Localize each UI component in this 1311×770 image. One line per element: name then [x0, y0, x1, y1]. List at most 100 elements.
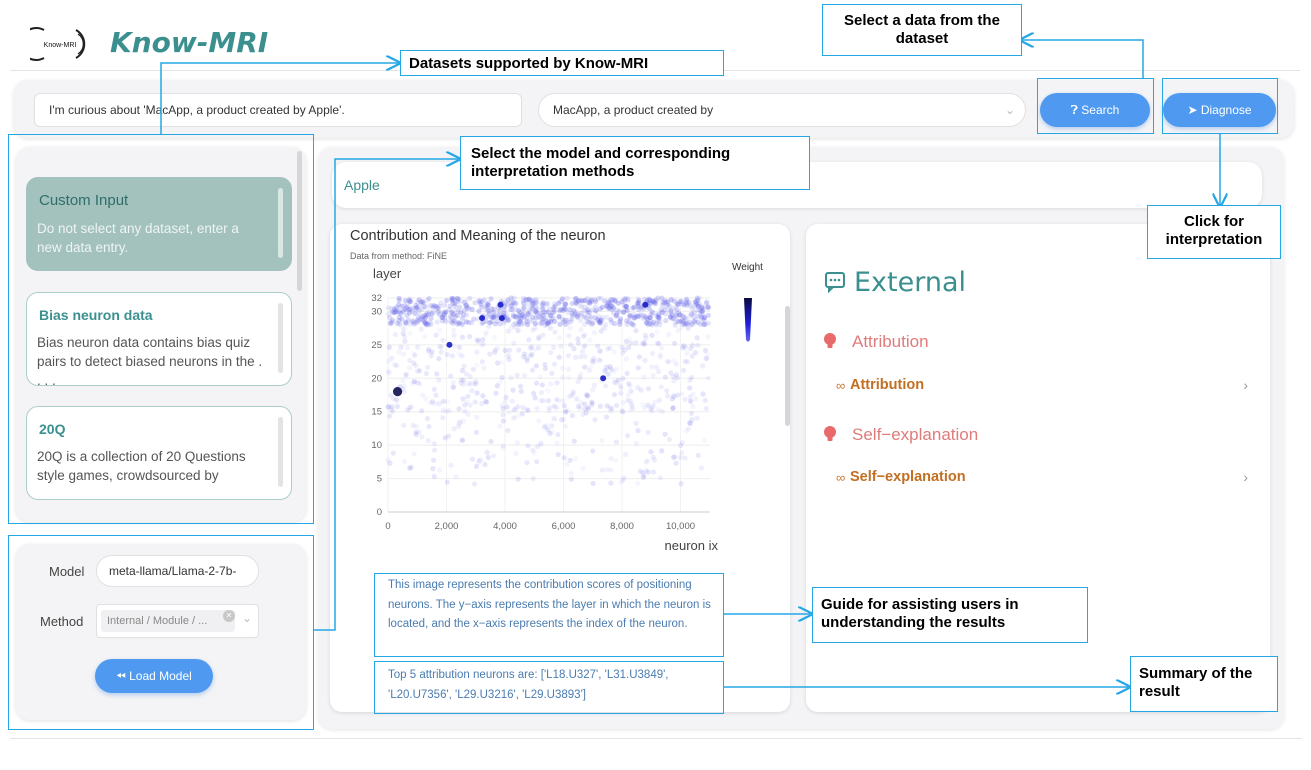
scatter-point: [611, 310, 617, 316]
card-scrollbar[interactable]: [278, 188, 283, 258]
scatter-point: [579, 349, 586, 355]
scatter-point: [587, 337, 593, 343]
scatter-point: [701, 314, 708, 320]
scatter-point: [689, 321, 695, 327]
scatter-point: [688, 399, 694, 405]
scatter-point: [696, 301, 702, 307]
card-scrollbar[interactable]: [278, 417, 283, 487]
link-row-self-explanation[interactable]: ∞ Self−explanation ›: [836, 468, 1248, 490]
scatter-point: [533, 309, 539, 315]
scatter-point: [669, 297, 675, 303]
scatter-point: [565, 366, 572, 373]
scatter-point: [686, 420, 693, 426]
search-button[interactable]: ❓︎ Search: [1040, 93, 1150, 127]
scatter-point: [484, 308, 490, 314]
scatter-point: [623, 306, 629, 312]
annotation-box-diagnose: [1162, 78, 1278, 134]
scatter-point: [492, 321, 498, 327]
scatter-point: [467, 373, 473, 380]
scatter-point: [568, 470, 574, 476]
load-model-button[interactable]: ⏪︎ Load Model: [95, 659, 213, 693]
method-select[interactable]: Internal / Module / ... ✕ ⌄: [96, 604, 259, 638]
scatter-point: [568, 316, 574, 322]
scatter-point: [688, 410, 695, 416]
close-icon[interactable]: ✕: [223, 610, 235, 622]
scatter-point: [423, 370, 430, 377]
scatter-point: [605, 346, 611, 352]
scatter-point: [650, 319, 656, 325]
scatter-point: [622, 303, 629, 310]
diagnose-button[interactable]: ➤ Diagnose: [1163, 93, 1276, 127]
scatter-point: [635, 365, 641, 371]
query-input[interactable]: I'm curious about 'MacApp, a product cre…: [34, 93, 522, 127]
scatter-point: [396, 314, 402, 320]
scatter-point: [547, 325, 554, 331]
dataset-card-20q[interactable]: 20Q 20Q is a collection of 20 Questions …: [26, 406, 292, 500]
model-select[interactable]: meta-llama/Llama-2-7b-: [96, 555, 259, 587]
scatter-point: [687, 313, 693, 319]
scatter-point: [436, 467, 443, 473]
scatter-point: [405, 307, 412, 313]
scatter-point: [608, 317, 614, 323]
scatter-point: [633, 313, 639, 319]
scatter-point: [460, 381, 467, 387]
card-scrollbar[interactable]: [278, 303, 283, 373]
scatter-point: [582, 297, 588, 304]
scatter-point: [530, 297, 536, 304]
scatter-point: [643, 459, 649, 465]
scatter-point: [543, 317, 549, 324]
scatter-point: [507, 306, 514, 313]
scatter-point: [529, 343, 535, 350]
scatter-point: [582, 331, 588, 338]
scatter-point: [628, 388, 634, 394]
link-row-attribution[interactable]: ∞ Attribution ›: [836, 376, 1248, 398]
scatter-point: [510, 311, 516, 317]
scatter-point: [566, 333, 572, 339]
scatter-point: [635, 300, 641, 306]
scatter-point: [431, 441, 437, 447]
scatter-point: [501, 311, 507, 317]
scatter-point: [396, 349, 402, 355]
scatter-point: [405, 301, 411, 307]
dataset-desc: Do not select any dataset, enter a new d…: [37, 221, 239, 255]
chart-card-scrollbar[interactable]: [785, 306, 790, 426]
scatter-point: [611, 379, 618, 385]
scatter-point: [592, 296, 598, 303]
scatter-point: [542, 366, 549, 372]
scatter-point: [622, 347, 628, 353]
scatter-point: [641, 312, 647, 319]
scatter-point: [487, 320, 493, 326]
scatter-point: [621, 296, 628, 302]
scatter-point: [696, 307, 702, 313]
scatter-point: [617, 318, 623, 324]
scatter-point: [658, 309, 665, 315]
scatter-point: [678, 318, 684, 324]
scatter-point: [407, 357, 413, 363]
scatter-point: [680, 319, 686, 325]
scatter-point: [570, 392, 576, 398]
scatter-point: [680, 345, 686, 351]
sidebar-scrollbar[interactable]: [297, 151, 302, 291]
dataset-card-custom-input[interactable]: Custom Input Do not select any dataset, …: [26, 177, 292, 271]
scatter-point: [525, 301, 531, 307]
scatter-point: [691, 310, 698, 316]
prompt-select[interactable]: MacApp, a product created by ⌄: [538, 93, 1026, 127]
x-tick-label: 8,000: [610, 521, 634, 532]
scatter-point: [483, 331, 489, 338]
scatter-point: [654, 329, 660, 335]
scatter-point: [581, 344, 587, 350]
scatter-point: [631, 314, 638, 321]
scatter-point: [540, 316, 546, 323]
scatter-point: [598, 317, 604, 323]
scatter-point: [610, 303, 616, 310]
dataset-card-bias-neuron[interactable]: Bias neuron data Bias neuron data contai…: [26, 292, 292, 386]
scatter-point: [565, 319, 571, 325]
scatter-point: [484, 449, 490, 455]
scatter-point: [530, 476, 536, 482]
scatter-point: [504, 315, 510, 321]
scatter-point: [428, 303, 434, 309]
scatter-point: [577, 317, 584, 324]
scatter-point: [628, 402, 635, 408]
scatter-point: [514, 405, 520, 411]
scatter-point: [671, 373, 677, 380]
